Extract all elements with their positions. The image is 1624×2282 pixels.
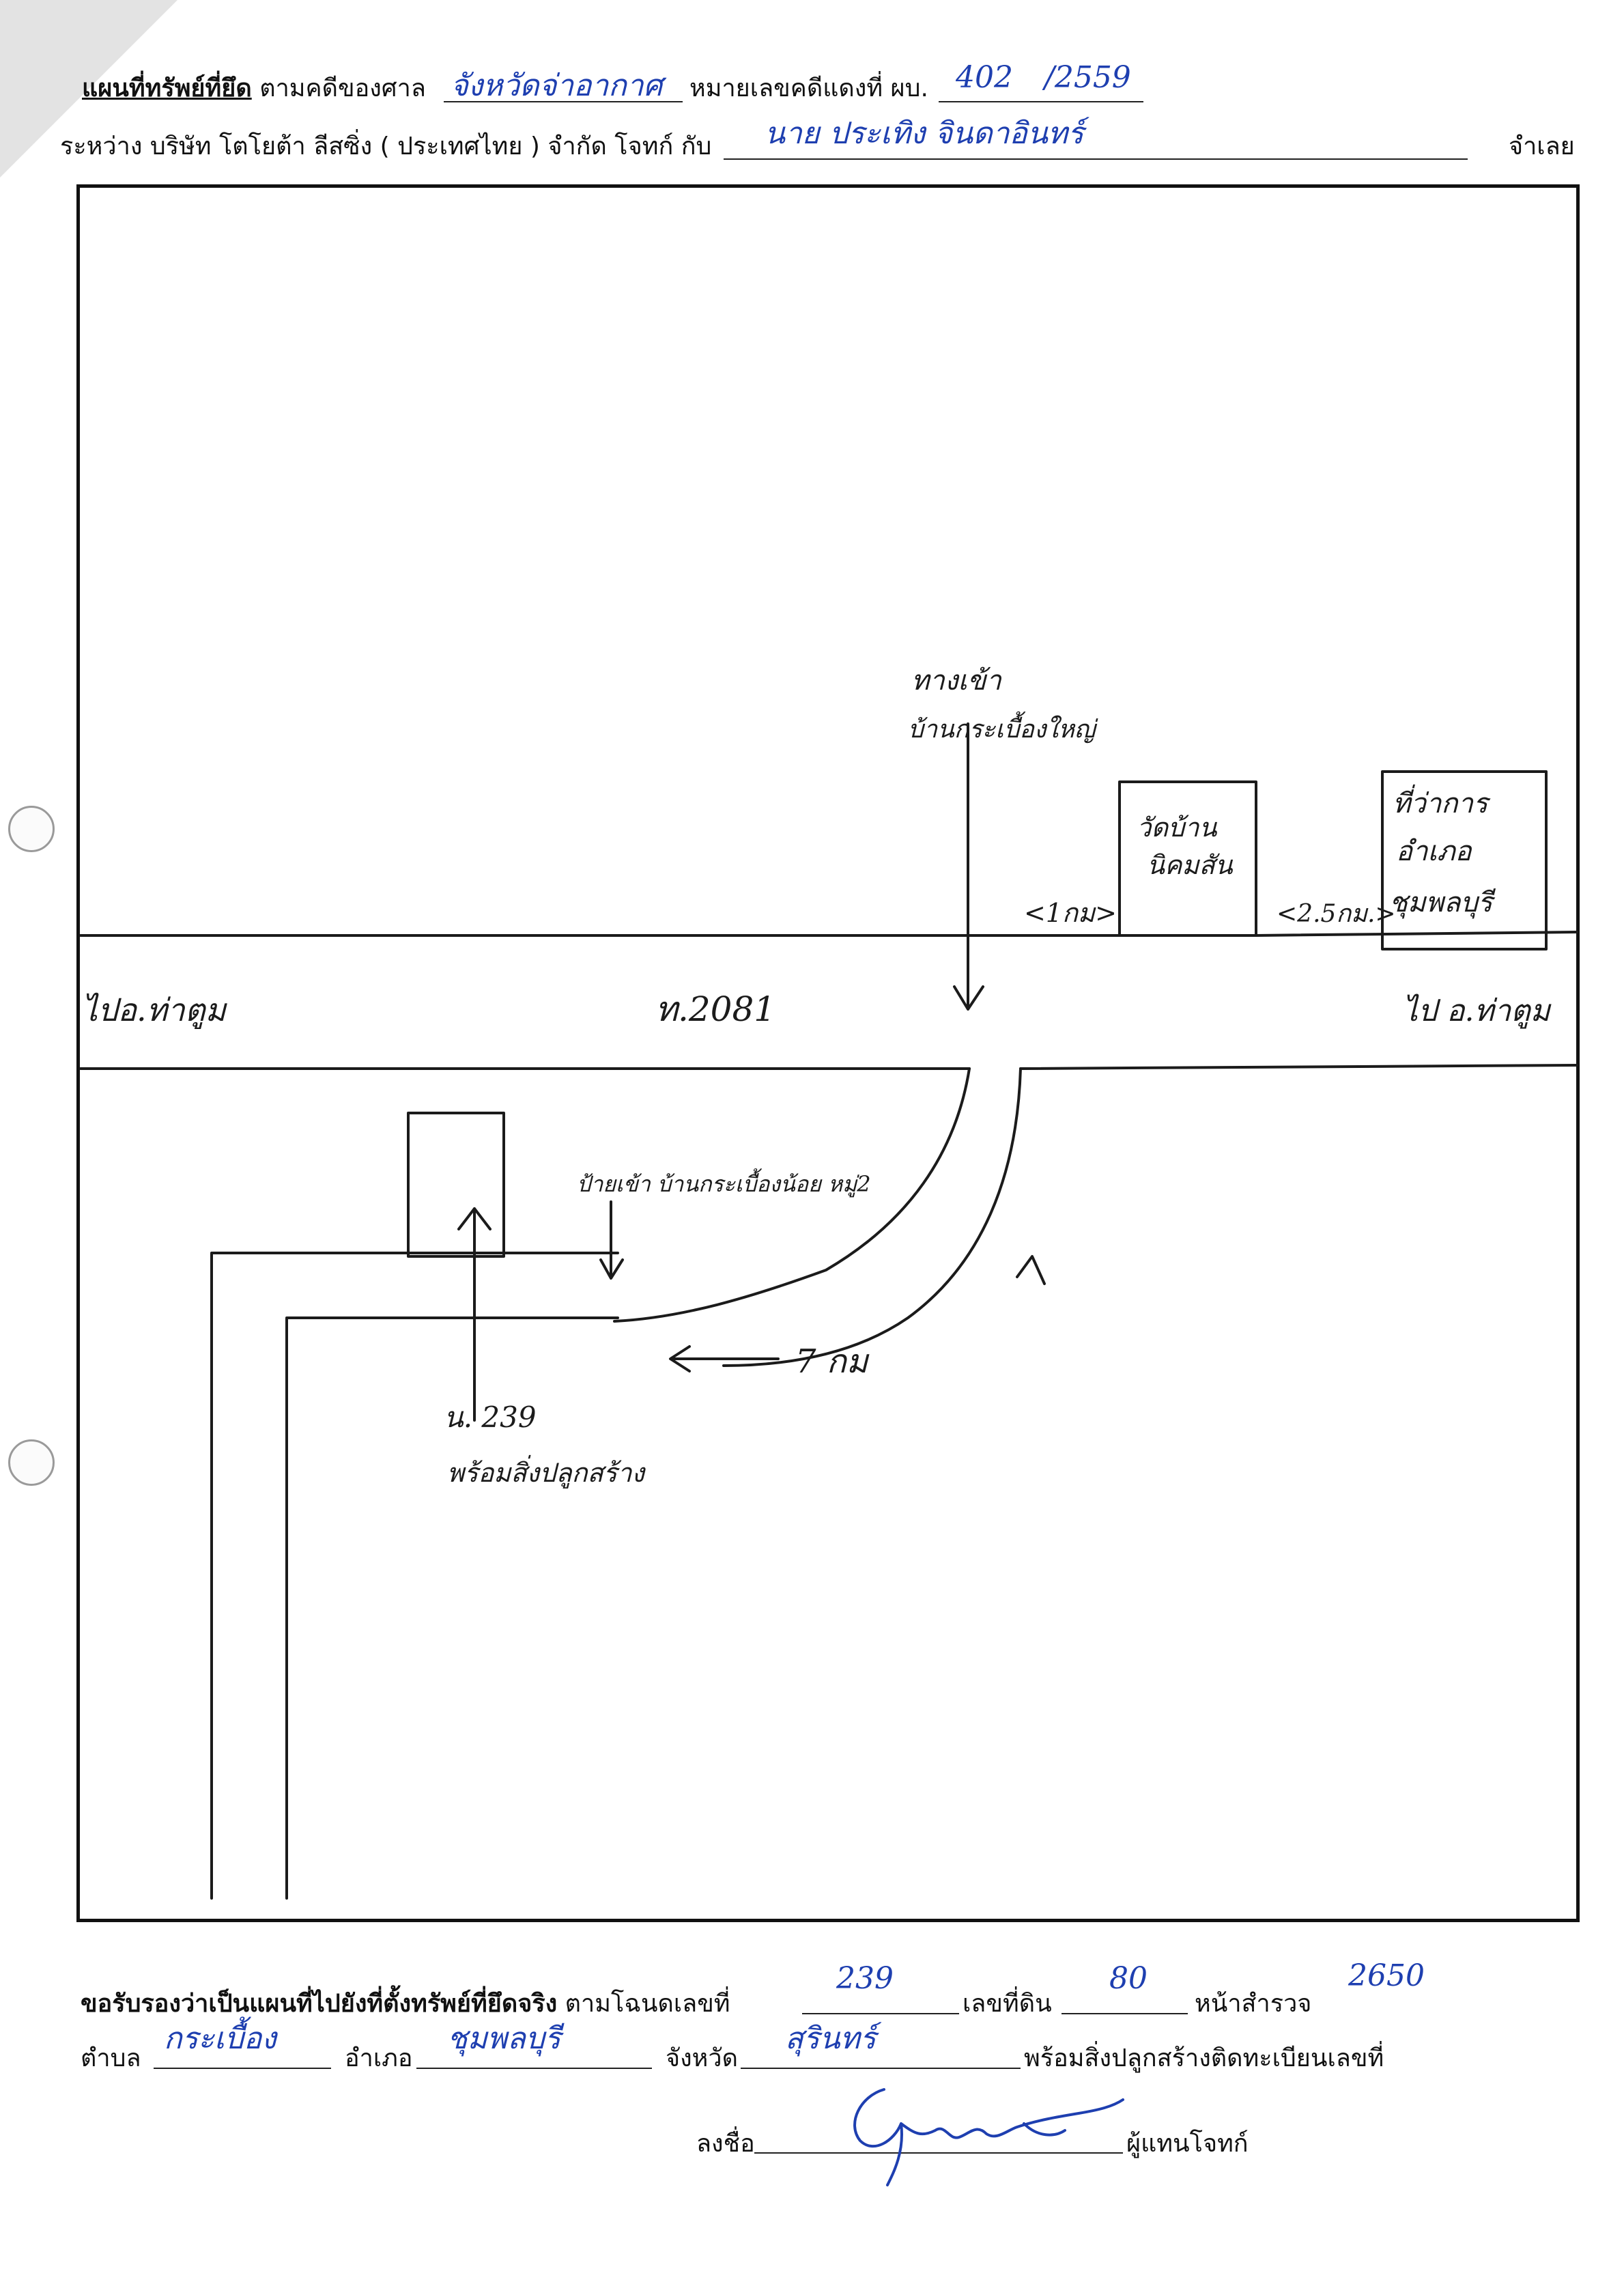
- province-label: จังหวัด: [666, 2044, 738, 2072]
- deed-label: ตามโฉนดเลขที่: [565, 1990, 730, 2018]
- certify-text: ขอรับรองว่าเป็นแผนที่ไปยังที่ตั้งทรัพย์ท…: [81, 1990, 558, 2018]
- punch-hole-bottom: [8, 1439, 55, 1486]
- land-number: 80: [1109, 1961, 1148, 1996]
- road-top-edge: [79, 931, 1578, 937]
- court-value: จังหวัดจ่าอากาศ: [451, 68, 663, 103]
- label-plot-2: พร้อมสิ่งปลูกสร้าง: [447, 1454, 646, 1489]
- label-dist-25km: <2.5กม.>: [1277, 900, 1396, 928]
- court-label: ตามคดีของศาล: [259, 74, 426, 102]
- signature-blank: [754, 2152, 1123, 2154]
- label-plot-1: น. 239: [444, 1400, 537, 1434]
- case-blank: [939, 101, 1143, 102]
- lane-outer-edge: [210, 1252, 619, 1900]
- side-road-up-arrow: [1016, 1255, 1046, 1285]
- label-dist-1km: <1กม>: [1024, 898, 1117, 928]
- province-blank: [741, 2068, 1021, 2069]
- signer-role: ผู้แทนโจทก์: [1126, 2130, 1249, 2158]
- survey-number: 2650: [1348, 1958, 1425, 1993]
- temple-box: [1118, 780, 1257, 937]
- header-title: แผนที่ทรัพย์ที่ยึด: [82, 74, 252, 102]
- case-year: /2559: [1044, 60, 1131, 95]
- building-label: พร้อมสิ่งปลูกสร้างติดทะเบียนเลขที่: [1024, 2044, 1384, 2072]
- village-sign-box: [407, 1112, 505, 1258]
- case-number: 402: [956, 60, 1013, 95]
- header-title-row: แผนที่ทรัพย์ที่ยึด ตามคดีของศาล: [82, 68, 426, 107]
- subdistrict-label: ตำบล: [81, 2044, 141, 2072]
- label-office-3: ชุมพลบุรี: [1389, 887, 1496, 919]
- lane-inner-edge: [285, 1316, 619, 1900]
- label-to-right: ไป อ.ท่าตูม: [1403, 994, 1552, 1029]
- survey-label: หน้าสำรวจ: [1195, 1990, 1312, 2018]
- punch-hole-top: [8, 806, 55, 852]
- defendant-name: นาย ประเทิง จินดาอินทร์: [765, 116, 1084, 151]
- subdistrict-value: กระเบื้อง: [164, 2021, 276, 2056]
- label-entrance: ทางเข้า: [911, 665, 1002, 696]
- label-temple-1: วัดบ้าน: [1137, 813, 1217, 843]
- label-office-1: ที่ว่าการ: [1393, 784, 1491, 819]
- defendant-role: จำเลย: [1509, 132, 1575, 160]
- defendant-blank: [724, 158, 1468, 160]
- between-label: ระหว่าง บริษัท โตโยต้า ลีสซิ่ง ( ประเทศไ…: [60, 132, 712, 160]
- province-value: สุรินทร์: [785, 2021, 877, 2056]
- label-dist-7km: 7 กม: [795, 1342, 870, 1381]
- road-bottom-edge: [79, 1064, 1578, 1070]
- label-to-left: ไปอ.ท่าตูม: [82, 991, 228, 1029]
- sign-pointer-arrow: [599, 1200, 624, 1280]
- sign-label: ลงชื่อ: [696, 2130, 755, 2158]
- district-blank: [416, 2068, 652, 2069]
- label-office-2: อำเภอ: [1396, 836, 1473, 867]
- map-frame: [76, 184, 1580, 1922]
- case-label: หมายเลขคดีแดงที่ ผบ.: [689, 74, 928, 102]
- subdistrict-blank: [154, 2068, 331, 2069]
- signature-mark: [853, 2088, 1124, 2186]
- district-value: ชุมพลบุรี: [447, 2021, 561, 2056]
- distance-arrow-left: [669, 1345, 780, 1372]
- deed-blank: [802, 2013, 959, 2014]
- plot-up-arrow: [457, 1207, 492, 1422]
- label-temple-2: นิคมสัน: [1147, 850, 1234, 880]
- side-road-right-edge: [722, 1067, 1022, 1367]
- label-village-big: บ้านกระเบื้องใหญ่: [908, 711, 1098, 744]
- label-village-sign: ป้ายเข้า บ้านกระเบื้องน้อย หมู่2: [577, 1168, 871, 1198]
- folded-corner: [0, 0, 177, 178]
- entrance-arrow: [953, 722, 984, 1011]
- land-no-blank: [1062, 2013, 1188, 2014]
- deed-number: 239: [836, 1961, 894, 1996]
- side-road-left-edge: [613, 1067, 971, 1323]
- court-blank: [444, 101, 683, 102]
- label-road-number: ท.2081: [655, 989, 775, 1029]
- district-office-box: [1381, 770, 1548, 950]
- district-label: อำเภอ: [345, 2044, 413, 2072]
- certify-row: ขอรับรองว่าเป็นแผนที่ไปยังที่ตั้งทรัพย์ท…: [81, 1984, 730, 2023]
- land-no-label: เลขที่ดิน: [963, 1990, 1052, 2018]
